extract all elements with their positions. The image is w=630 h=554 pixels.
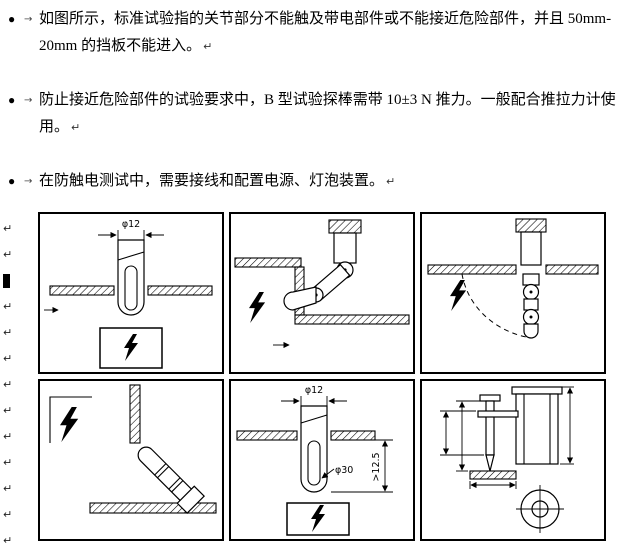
paragraph-mark: ↵ [3,352,13,365]
finger-collar [176,485,205,514]
bullet-icon: ● [8,174,16,188]
tab-mark-icon: → [24,176,33,187]
margin-marks: ↵ ↵ ↵ ↵ ↵ ↵ ↵ ↵ ↵ ↵ ↵ ↵ [3,216,19,554]
articulated-finger-baffle-diagram [234,219,410,349]
barrier-left [236,430,298,441]
paragraph-text[interactable]: 防止接近危险部件的试验要求中，B 型试验探棒需带 10±3 N 推力。一般配合推… [39,92,616,135]
finger-nail-outline [124,265,138,311]
figure-panel-1: φ12 [38,212,224,374]
paragraph-end-mark-icon: ↵ [386,175,396,188]
finger-base-segment [333,232,357,264]
finger-mount [328,219,362,234]
angled-finger-corner-diagram [49,384,217,514]
paragraph-mark: ↵ [3,248,13,261]
cursor-block [3,274,10,288]
tab-mark-icon: → [24,95,33,106]
live-part-box [286,502,350,536]
probe-flange [477,410,519,418]
barrier-left [49,285,115,296]
body-text[interactable]: ● → 如图所示，标准试验指的关节部分不能触及带电部件或不能接近危险部件，并且 … [8,6,620,195]
finger-nail-outline [307,440,321,486]
bullet-paragraph-1[interactable]: ● → 如图所示，标准试验指的关节部分不能触及带电部件或不能接近危险部件，并且 … [8,6,620,60]
probe-tee [479,394,501,402]
probe-top-flange [511,386,563,395]
jointed-finger-sweep-diagram [427,218,599,339]
paragraph-mark: ↵ [3,222,13,235]
paragraph-mark: ↵ [3,430,13,443]
probe-handle-body [515,393,559,465]
target-plate [469,470,517,480]
figure-panel-6 [420,379,606,541]
tab-mark-icon: → [24,14,33,25]
test-finger-slot-diagram: φ12 [44,219,213,369]
paragraph-mark: ↵ [3,534,13,547]
finger-segment [522,273,540,286]
barrier-right [147,285,213,296]
tip-diameter-label: φ30 [335,465,353,476]
finger-dimension-diagram: φ12 φ30 >12.5 [236,385,393,536]
corner-reference-lines [49,396,92,443]
figure-panel-4 [38,379,224,541]
bullet-paragraph-3[interactable]: ● → 在防触电测试中，需要接线和配置电源、灯泡装置。↵ [8,168,620,195]
live-part-box [99,327,163,369]
bullet-paragraph-2[interactable]: ● → 防止接近危险部件的试验要求中，B 型试验探棒需带 10±3 N 推力。一… [8,87,620,141]
finger-base-segment [520,231,542,266]
paragraph-mark: ↵ [3,404,13,417]
paragraph-mark: ↵ [3,378,13,391]
hazard-bolt-icon [311,505,325,532]
floor-barrier [294,314,410,325]
hazard-bolt-icon [450,280,467,312]
depth-dimension-label: >12.5 [371,452,382,481]
paragraph-text[interactable]: 在防触电测试中，需要接线和配置电源、灯泡装置。↵ [39,173,396,189]
floor-barrier [89,502,217,514]
figure-panel-2 [229,212,415,374]
paragraph-mark: ↵ [3,300,13,313]
paragraph-mark: ↵ [3,326,13,339]
figure-panel-5: φ12 φ30 >12.5 [229,379,415,541]
figure-panel-3 [420,212,606,374]
barrier-left [427,264,517,275]
barrier-right [545,264,599,275]
probe-rod [485,400,495,456]
finger-tip [523,323,539,339]
bullet-icon: ● [8,93,16,107]
vertical-wall [129,384,141,444]
hazard-bolt-icon [249,292,266,324]
bullet-icon: ● [8,12,16,26]
diameter-label: φ12 [122,219,140,230]
finger-segment [523,298,539,311]
hazard-bolt-icon [124,334,138,361]
paragraph-end-mark-icon: ↵ [71,121,81,134]
finger-mount [515,218,547,233]
shelf-barrier [234,257,302,268]
diameter-label: φ12 [305,385,323,396]
test-finger [117,239,145,316]
paragraph-text[interactable]: 如图所示，标准试验指的关节部分不能触及带电部件或不能接近危险部件，并且 50mm… [39,11,612,54]
sweep-arc [461,273,532,339]
paragraph-mark: ↵ [3,508,13,521]
finger-tip-segment [283,286,317,311]
paragraph-mark: ↵ [3,456,13,469]
paragraph-mark: ↵ [3,482,13,495]
barrier-right [330,430,376,441]
paragraph-end-mark-icon: ↵ [203,40,213,53]
hazard-bolt-icon [60,407,79,443]
probe-tip [485,454,495,472]
test-finger-angled [137,446,205,514]
probe-engineering-drawing [440,386,574,533]
figure-grid[interactable]: φ12 [38,212,606,541]
